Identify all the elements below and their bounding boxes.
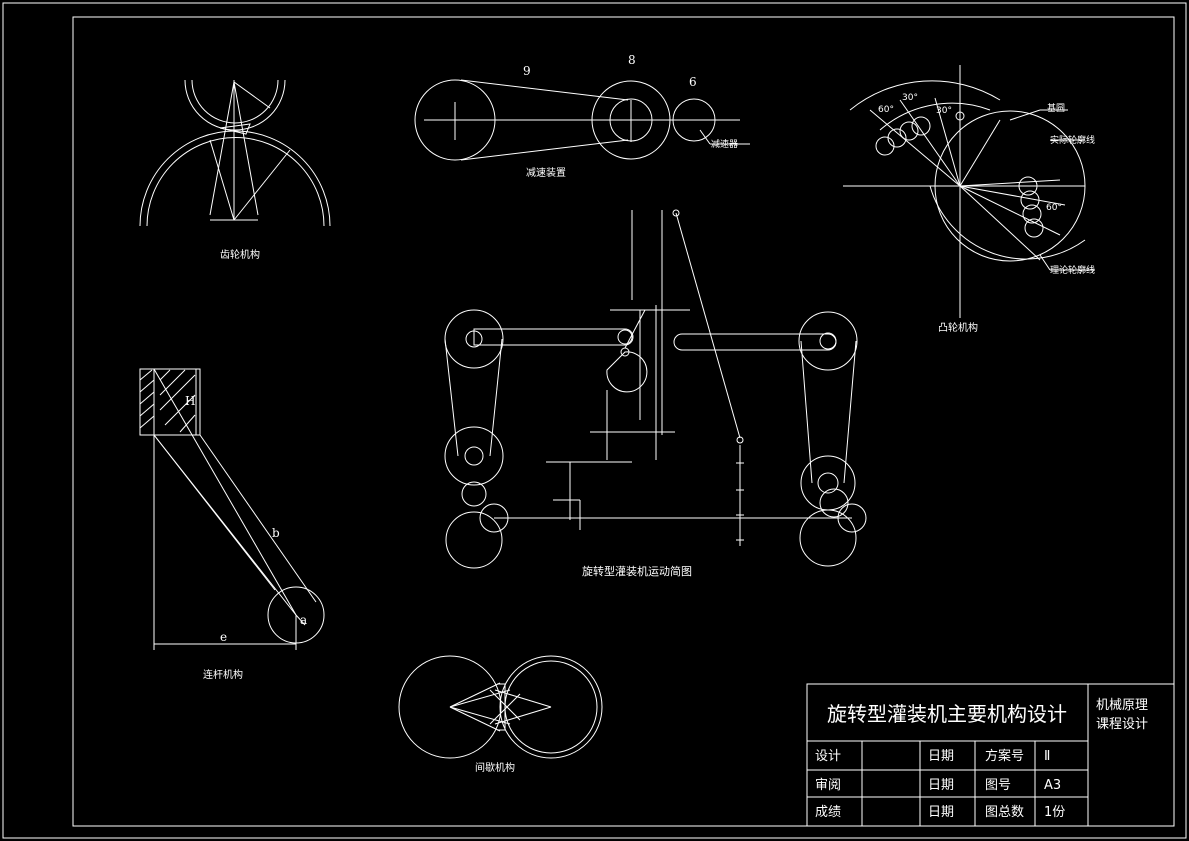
reducer-sketch [415, 80, 750, 160]
row-review-role: 审阅 [815, 778, 841, 793]
caption-gear-mechanism: 齿轮机构 [220, 248, 260, 261]
belt-number-8: 8 [628, 53, 636, 67]
inner-border [73, 17, 1174, 826]
row-grade-role: 成绩 [815, 805, 841, 820]
label-theory-profile: 理论轮廓线 [1050, 264, 1095, 276]
intermittent-sketch [399, 656, 602, 758]
row-design-date: 日期 [928, 749, 954, 764]
row-grade-field: 图总数 [985, 805, 1024, 820]
caption-main-diagram: 旋转型灌装机运动简图 [582, 564, 692, 578]
title-block-course-line2: 课程设计 [1096, 717, 1148, 732]
linkage-sketch [140, 369, 324, 650]
row-review-field: 图号 [985, 778, 1011, 793]
dim-H: H [185, 394, 195, 408]
main-kinematic-sketch [445, 210, 866, 568]
dim-b: b [272, 526, 280, 540]
label-base-circle: 基圆 [1047, 102, 1065, 114]
caption-cam-mechanism: 凸轮机构 [938, 321, 978, 334]
title-block-course-line1: 机械原理 [1096, 698, 1148, 713]
outer-border [3, 3, 1186, 838]
dim-e: e [220, 630, 227, 644]
cam-angle-1: 60° [878, 105, 894, 115]
label-actual-profile: 实际轮廓线 [1050, 134, 1095, 146]
caption-linkage: 连杆机构 [203, 668, 243, 681]
caption-reducer: 减速装置 [526, 166, 566, 179]
title-block-title: 旋转型灌装机主要机构设计 [827, 702, 1067, 726]
gear-mechanism-sketch [140, 80, 330, 226]
row-review-value: A3 [1044, 778, 1061, 793]
title-block-grid [807, 684, 1174, 826]
cam-angle-2: 30° [902, 93, 918, 103]
cam-angle-4: 60° [1046, 203, 1062, 213]
cam-mechanism-sketch [843, 65, 1095, 318]
label-reducer-motor: 减速器 [711, 138, 738, 150]
dim-a: a [300, 613, 307, 627]
row-design-role: 设计 [815, 749, 841, 764]
row-grade-value: 1份 [1044, 805, 1065, 820]
row-design-value: Ⅱ [1044, 749, 1050, 764]
caption-intermittent: 间歇机构 [475, 761, 515, 774]
belt-number-6: 6 [689, 75, 697, 89]
row-design-field: 方案号 [985, 748, 1024, 764]
cam-angle-3: 30° [936, 106, 952, 116]
belt-number-9: 9 [523, 64, 531, 78]
row-grade-date: 日期 [928, 805, 954, 820]
row-review-date: 日期 [928, 778, 954, 793]
